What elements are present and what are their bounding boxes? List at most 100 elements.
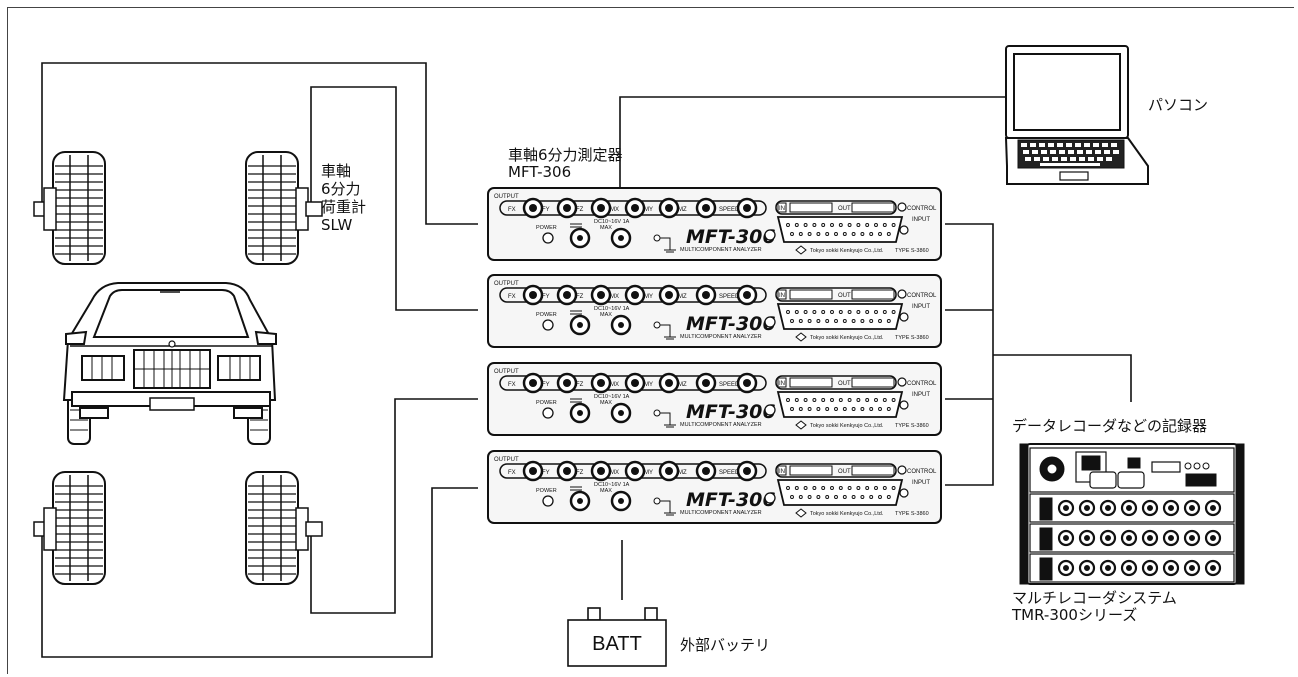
maker-label: Tokyo sokki Kenkyujo Co.,Ltd. — [810, 248, 884, 254]
channel-label: SPEED — [719, 470, 740, 476]
type-label: TYPE S-3860 — [895, 511, 929, 517]
ground-icon — [653, 497, 676, 516]
bnc-connector-icon — [522, 197, 544, 219]
max-label: MAX — [600, 225, 612, 231]
recorder-bnc-icon — [1204, 529, 1222, 547]
channel-label: MX — [610, 207, 619, 213]
channel-label: MZ — [678, 470, 687, 476]
channel-label: MY — [644, 207, 653, 213]
recorder-icon — [1019, 443, 1245, 585]
maker-logo-icon — [795, 332, 807, 342]
bnc-connector-icon — [658, 284, 680, 306]
recorder-bnc-icon — [1120, 559, 1138, 577]
bnc-connector-icon — [556, 372, 578, 394]
recorder-bnc-icon — [1120, 529, 1138, 547]
maker-label: Tokyo sokki Kenkyujo Co.,Ltd. — [810, 511, 884, 517]
wheel-rear-right — [245, 471, 323, 585]
device-model: MFT-306 — [508, 163, 572, 181]
out-label: OUT — [838, 381, 851, 387]
channel-label: SPEED — [719, 382, 740, 388]
battery-icon — [567, 607, 667, 667]
laptop-icon — [1004, 45, 1149, 185]
type-label: TYPE S-3860 — [895, 423, 929, 429]
channel-label: FZ — [576, 207, 584, 213]
recorder-bnc-icon — [1078, 529, 1096, 547]
recorder-bnc-icon — [1183, 499, 1201, 517]
ground-icon — [653, 409, 676, 428]
recorder-system-label-1: マルチレコーダシステム — [1012, 589, 1177, 607]
bnc-connector-icon — [624, 197, 646, 219]
output-label: OUTPUT — [494, 369, 519, 375]
in-label: IN — [779, 293, 785, 299]
maker-logo-icon — [795, 245, 807, 255]
ground-icon — [653, 321, 676, 340]
bnc-connector-icon — [556, 284, 578, 306]
pc-label: パソコン — [1148, 96, 1209, 114]
recorder-bnc-icon — [1120, 499, 1138, 517]
unit-logo: MFT-306 — [686, 226, 776, 248]
channel-label: MX — [610, 382, 619, 388]
wheel-front-left — [33, 151, 106, 265]
channel-label: FX — [508, 382, 516, 388]
power-label: POWER — [536, 488, 557, 494]
recorder-bnc-icon — [1099, 559, 1117, 577]
cable-recorder — [993, 354, 1132, 402]
channel-label: FX — [508, 470, 516, 476]
dc-spec: DC10~16V 1A — [594, 219, 630, 225]
recorder-bnc-icon — [1162, 529, 1180, 547]
power-connector-icon — [610, 490, 632, 512]
channel-label: FZ — [576, 382, 584, 388]
recorder-bnc-icon — [1141, 499, 1159, 517]
battery-label: BATT — [592, 633, 642, 655]
ground-icon — [653, 234, 676, 253]
out-label: OUT — [838, 293, 851, 299]
recorder-label: データレコーダなどの記録器 — [1012, 417, 1208, 435]
cable-pc — [619, 96, 1006, 188]
channel-label: FZ — [576, 470, 584, 476]
out-label: OUT — [838, 206, 851, 212]
maker-logo-icon — [795, 508, 807, 518]
bnc-connector-icon — [658, 460, 680, 482]
bnc-connector-icon — [590, 460, 612, 482]
recorder-bnc-icon — [1078, 559, 1096, 577]
power-connector-icon — [569, 402, 591, 424]
bnc-connector-icon — [736, 284, 758, 306]
in-label: IN — [779, 469, 785, 475]
power-connector-icon — [610, 227, 632, 249]
bnc-connector-icon — [522, 460, 544, 482]
control-label: CONTROL — [907, 293, 937, 299]
sensor-label-3: 荷重計 — [321, 198, 367, 216]
power-label: POWER — [536, 400, 557, 406]
channel-label: SPEED — [719, 207, 740, 213]
channel-label: SPEED — [719, 294, 740, 300]
control-label: CONTROL — [907, 206, 937, 212]
recorder-bnc-icon — [1078, 499, 1096, 517]
sensor-label-1: 車軸 — [321, 162, 352, 180]
channel-label: FY — [542, 382, 550, 388]
bnc-connector-icon — [658, 372, 680, 394]
channel-label: FZ — [576, 294, 584, 300]
channel-label: FX — [508, 207, 516, 213]
recorder-bnc-icon — [1183, 559, 1201, 577]
dc-spec: DC10~16V 1A — [594, 482, 630, 488]
cable-rear-left — [41, 487, 478, 658]
channel-label: MZ — [678, 294, 687, 300]
recorder-bnc-icon — [1057, 559, 1075, 577]
input-label: INPUT — [912, 480, 930, 486]
type-label: TYPE S-3860 — [895, 248, 929, 254]
input-label: INPUT — [912, 304, 930, 310]
recorder-bnc-icon — [1183, 529, 1201, 547]
maker-label: Tokyo sokki Kenkyujo Co.,Ltd. — [810, 335, 884, 341]
max-label: MAX — [600, 312, 612, 318]
max-label: MAX — [600, 400, 612, 406]
recorder-bnc-icon — [1162, 499, 1180, 517]
bnc-connector-icon — [736, 460, 758, 482]
power-label: POWER — [536, 312, 557, 318]
output-label: OUTPUT — [494, 194, 519, 200]
bnc-connector-icon — [695, 197, 717, 219]
bnc-connector-icon — [590, 197, 612, 219]
recorder-bnc-icon — [1204, 499, 1222, 517]
